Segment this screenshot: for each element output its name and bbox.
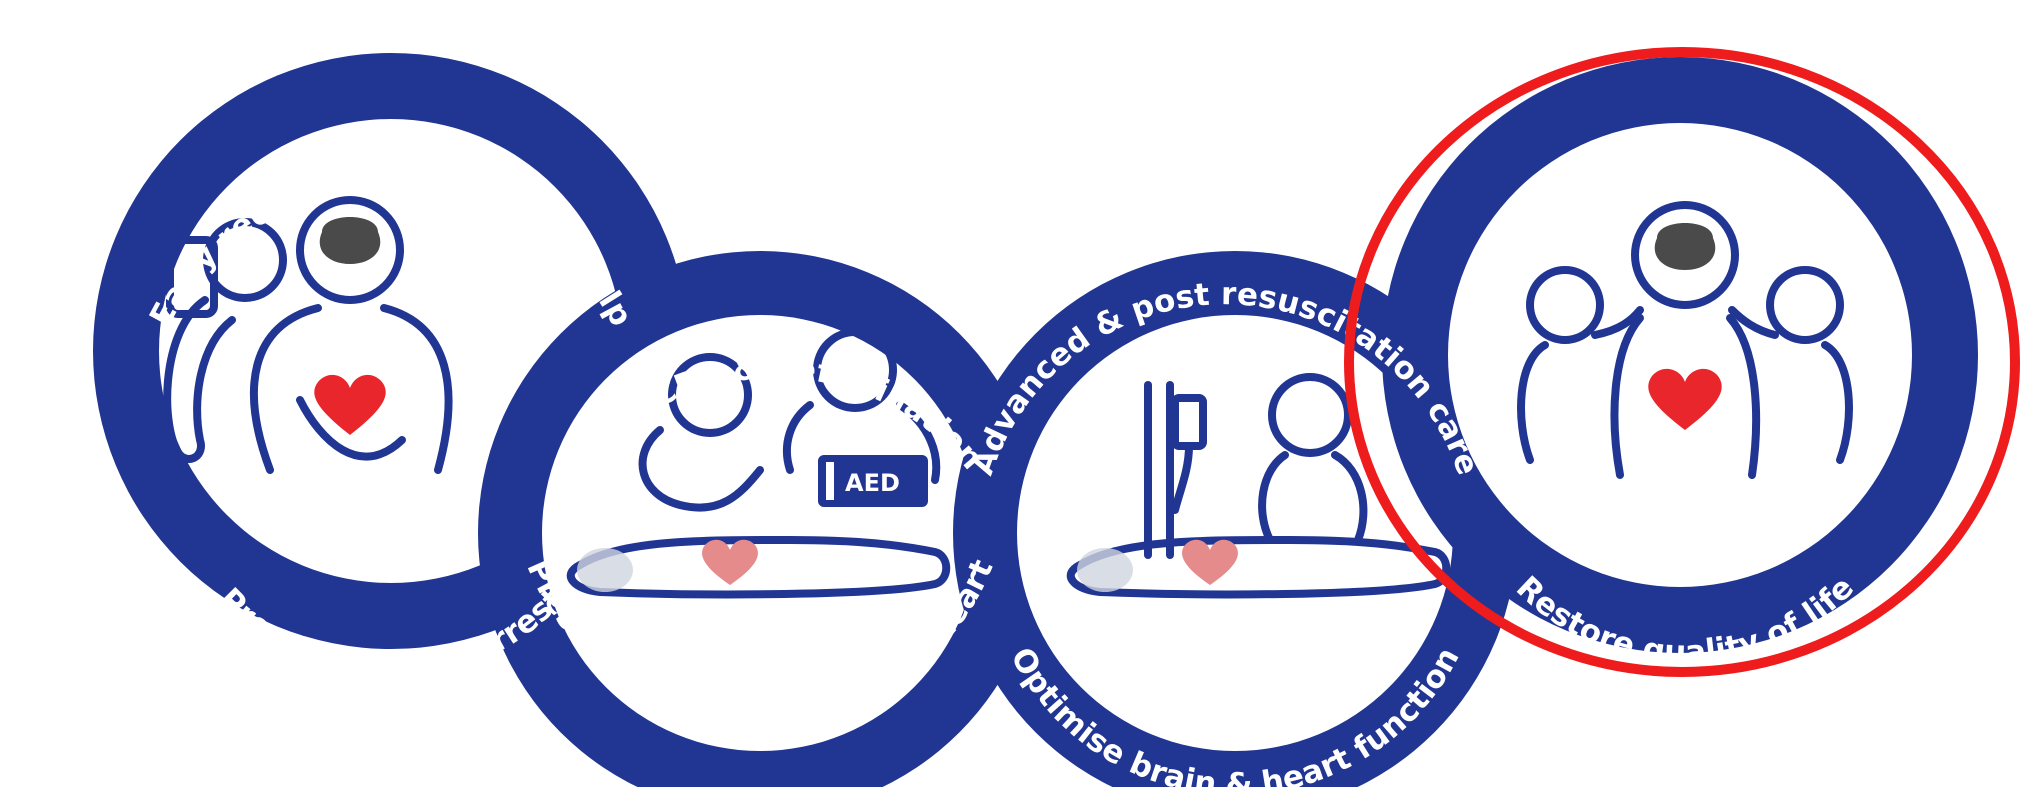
brain-icon [320,217,381,264]
brain-icon [1655,223,1716,270]
aed-icon: AED [818,455,928,507]
link-4-ring [1382,57,1978,653]
aed-label: AED [845,469,900,497]
